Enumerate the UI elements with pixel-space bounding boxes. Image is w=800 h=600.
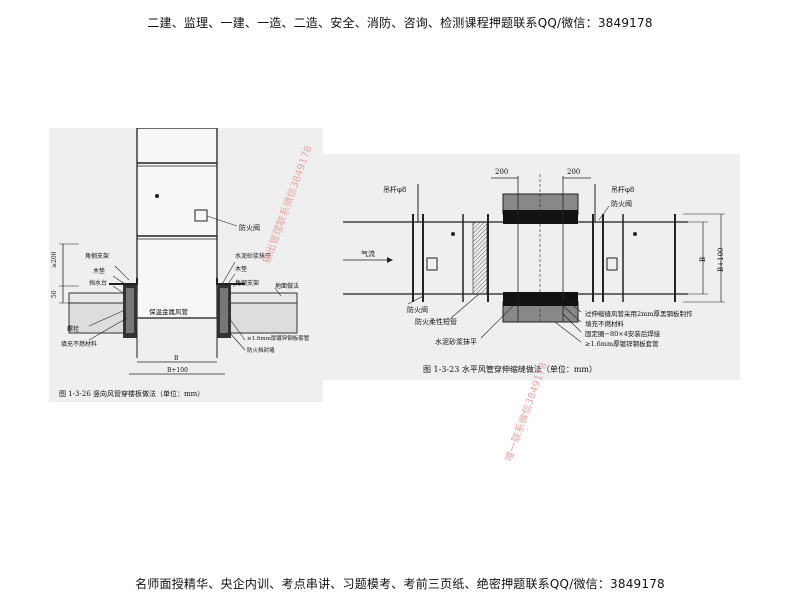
top-banner-text: 二建、监理、一建、一造、二造、安全、消防、咨询、检测课程押题联系QQ/微信：38… — [147, 16, 653, 30]
left-figure-caption: 图 1-3-26 竖向风管穿楼板做法（单位：mm） — [59, 389, 204, 398]
label-bolt: 螺栓 — [67, 325, 79, 333]
right-figure-caption: 图 1-3-23 水平风管穿伸缩缝做法（单位：mm） — [423, 364, 597, 374]
label-hanger-right: 吊杆φ8 — [611, 185, 634, 194]
label-airflow: 气流 — [361, 249, 375, 258]
label-wood-pad-right: 木垫 — [235, 265, 247, 273]
label-fire-damper-top: 防火阀 — [611, 199, 632, 208]
label-flexible-pipe: 防火柔性短管 — [415, 317, 457, 326]
label-fire-damper: 防火阀 — [239, 223, 260, 232]
label-filler: 填充不燃材料 — [61, 340, 97, 348]
label-cement-mortar-right: 水泥砂浆抹平 — [435, 337, 477, 346]
horizontal-duct-drawing: 吊杆φ8 吊杆φ8 200 200 防火阀 气流 B B+100 防火阀 防火柔… — [343, 168, 725, 374]
label-fire-board: 防火挡封堵 — [247, 346, 275, 354]
label-sleeve: ≥1.6mm厚镀锌钢板套管 — [247, 334, 310, 342]
dim-200-right: 200 — [567, 168, 580, 176]
label-fire-damper-bottom: 防火阀 — [407, 305, 428, 314]
label-cement-mortar: 水泥砂浆抹平 — [235, 252, 271, 260]
note-black-steel: 过伸缩缝风管采用2mm厚黑钢板制作 — [585, 309, 693, 318]
horizontal-duct-joint-figure: 吊杆φ8 吊杆φ8 200 200 防火阀 气流 B B+100 防火阀 防火柔… — [323, 154, 740, 380]
dim-b-right: B — [699, 257, 707, 262]
label-floor-method: 地面做法 — [275, 282, 299, 290]
note-fixing-ring: 固定圈−80×4安装后焊接 — [585, 329, 661, 338]
vertical-duct-floor-figure: 防火阀 角钢支架 木垫 挡水台 水泥砂浆抹平 木垫 角钢支架 地面做法 保温金属… — [49, 128, 323, 402]
label-insulated-duct: 保温金属风管 — [149, 307, 189, 316]
dim-b-plus-100-right: B+100 — [717, 248, 725, 272]
label-angle-bracket-right: 角钢支架 — [235, 279, 259, 287]
vertical-duct-drawing: 防火阀 角钢支架 木垫 挡水台 水泥砂浆抹平 木垫 角钢支架 地面做法 保温金属… — [51, 128, 310, 398]
dim-b: B — [174, 355, 179, 362]
note-sleeve: ≥1.6mm厚镀锌钢板套管 — [585, 339, 659, 348]
dim-b-plus-100: B+100 — [167, 367, 188, 374]
dim-min-200: ≥200 — [51, 251, 58, 268]
note-filler: 填充不燃材料 — [585, 319, 625, 328]
dim-50: 50 — [51, 290, 58, 298]
label-water-stop: 挡水台 — [89, 279, 107, 287]
label-wood-pad-left: 木垫 — [93, 267, 105, 275]
label-hanger-left: 吊杆φ8 — [383, 185, 406, 194]
bottom-banner-text: 名师面授精华、央企内训、考点串讲、习题模考、考前三页纸、绝密押题联系QQ/微信：… — [135, 577, 665, 591]
dim-200-left: 200 — [495, 168, 508, 176]
label-angle-bracket-left: 角钢支架 — [85, 252, 109, 260]
